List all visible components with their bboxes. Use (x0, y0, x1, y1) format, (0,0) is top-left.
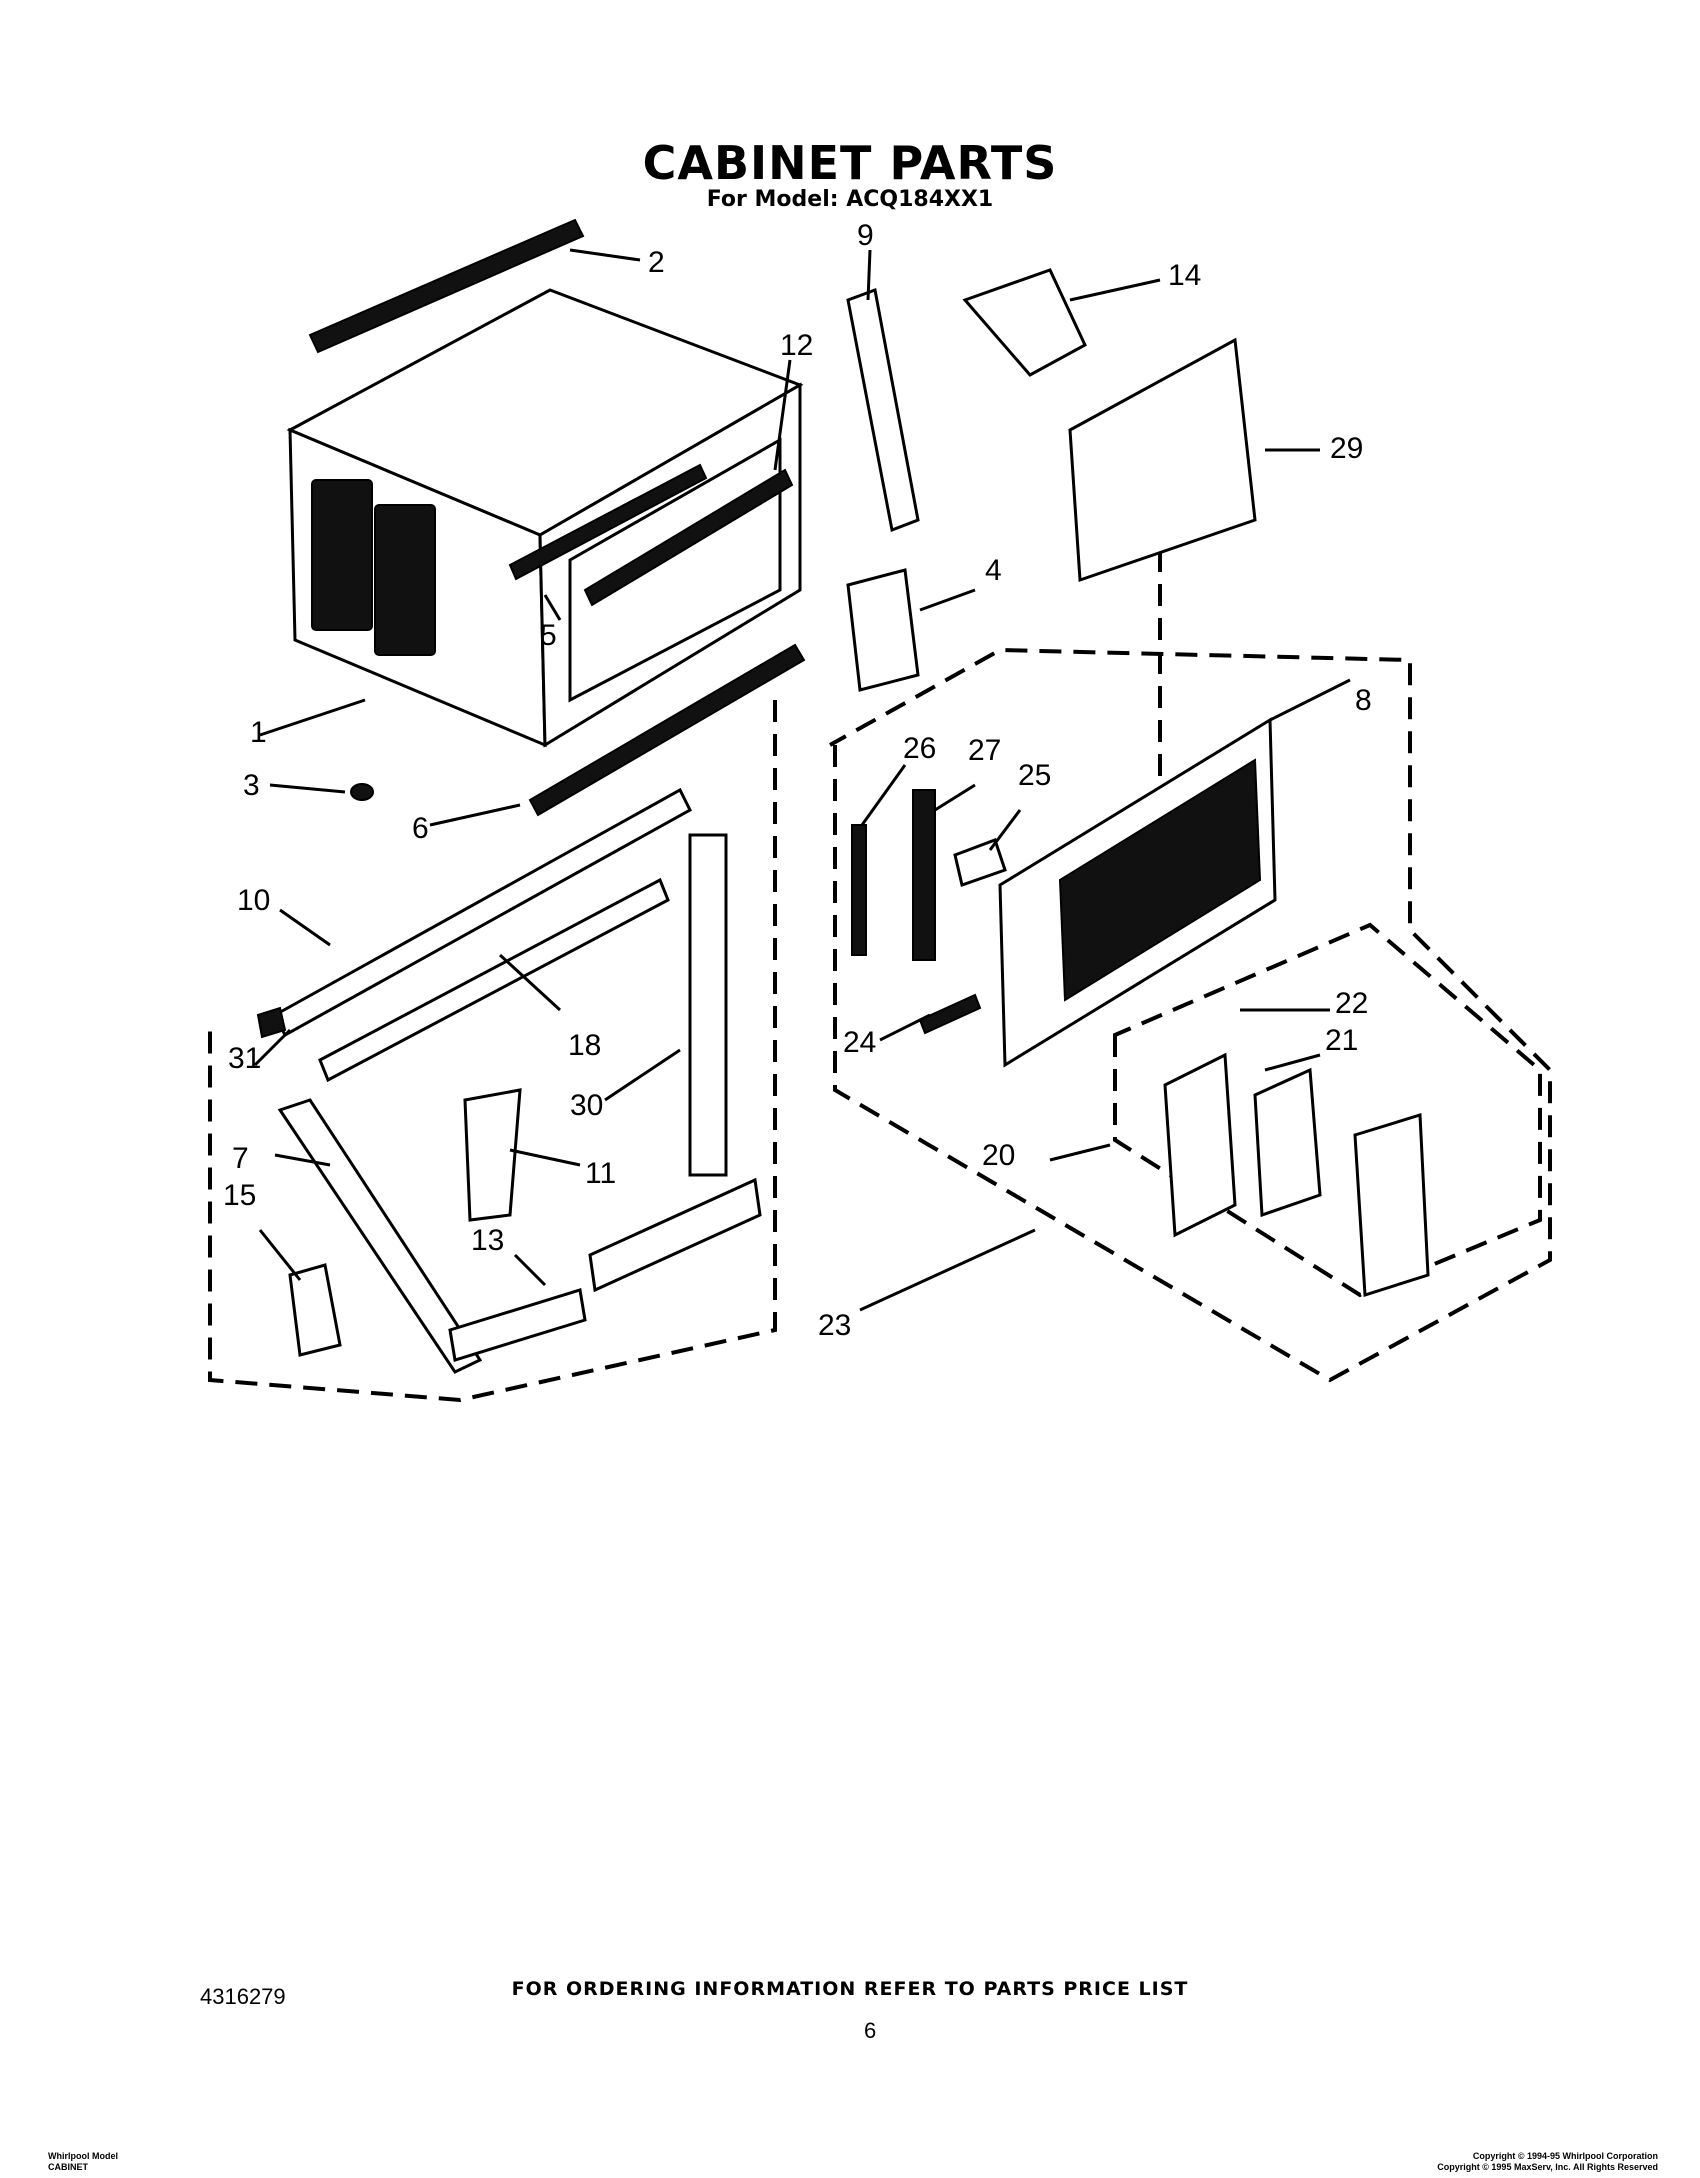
callout-18: 18 (568, 1029, 601, 1062)
clip-part (953, 838, 1007, 887)
callout-6: 6 (412, 812, 429, 845)
top-strip-part (308, 218, 585, 354)
front-grille-part (1068, 337, 1257, 583)
callout-26: 26 (903, 732, 936, 765)
sill-part (448, 1288, 587, 1362)
cabinet-shell-part (286, 288, 804, 748)
screw-part (350, 783, 374, 801)
callout-31: 31 (228, 1042, 261, 1075)
footer-section-label: CABINET (48, 2162, 88, 2172)
end-cap-part (1353, 1112, 1430, 1298)
small-filter-part (846, 568, 920, 692)
footer-model-label: Whirlpool Model (48, 2151, 118, 2161)
callout-21: 21 (1325, 1024, 1358, 1057)
rail-lower-part (318, 877, 670, 1083)
document-number: 4316279 (200, 1984, 286, 2009)
callout-11: 11 (585, 1157, 616, 1190)
callout-2: 2 (648, 246, 665, 279)
callout-13: 13 (471, 1224, 504, 1257)
callout-1: 1 (250, 716, 267, 749)
callout-7: 7 (232, 1142, 249, 1175)
gasket-part (912, 789, 936, 961)
callout-8: 8 (1355, 684, 1372, 717)
callout-5: 5 (540, 619, 557, 652)
callout-27: 27 (968, 734, 1001, 767)
callout-9: 9 (857, 219, 874, 252)
brace-part (277, 1098, 483, 1374)
page-title: CABINET PARTS (642, 136, 1058, 190)
motor-bracket-part (962, 268, 1087, 377)
callout-14: 14 (1168, 259, 1201, 292)
page-number: 6 (864, 2018, 877, 2043)
callout-29: 29 (1330, 432, 1363, 465)
callout-30: 30 (570, 1089, 603, 1122)
louver-part (1253, 1067, 1322, 1218)
inner-strip-part (508, 463, 708, 581)
seal-strip-part (851, 824, 867, 956)
seal-part (918, 993, 982, 1035)
small-clip-part (256, 1006, 287, 1039)
callout-22: 22 (1335, 987, 1368, 1020)
ordering-note: FOR ORDERING INFORMATION REFER TO PARTS … (511, 1978, 1189, 2000)
filter-part (846, 287, 920, 533)
louver-frame-part (1163, 1052, 1237, 1238)
footer-copyright-whirlpool: Copyright © 1994-95 Whirlpool Corporatio… (1472, 2151, 1658, 2161)
callout-12: 12 (780, 329, 813, 362)
model-subtitle: For Model: ACQ184XX1 (706, 187, 994, 212)
callout-15: 15 (223, 1179, 256, 1212)
callout-25: 25 (1018, 759, 1051, 792)
callout-4: 4 (985, 554, 1002, 587)
footer-copyright-maxserv: Copyright © 1995 MaxServ, Inc. All Right… (1437, 2162, 1658, 2172)
bracket-part (288, 1263, 342, 1357)
side-rail-part (688, 833, 728, 1177)
clamp-part (463, 1088, 522, 1222)
callout-23: 23 (818, 1309, 851, 1342)
callout-20: 20 (982, 1139, 1015, 1172)
callout-24: 24 (843, 1026, 876, 1059)
callout-3: 3 (243, 769, 260, 802)
left-group-outline (208, 700, 777, 1403)
callout-10: 10 (237, 884, 270, 917)
inner-group-outline (1113, 922, 1542, 1298)
bottom-strip-part (528, 643, 806, 817)
bottom-rail-part (588, 1177, 762, 1293)
side-strip-part (583, 468, 794, 607)
